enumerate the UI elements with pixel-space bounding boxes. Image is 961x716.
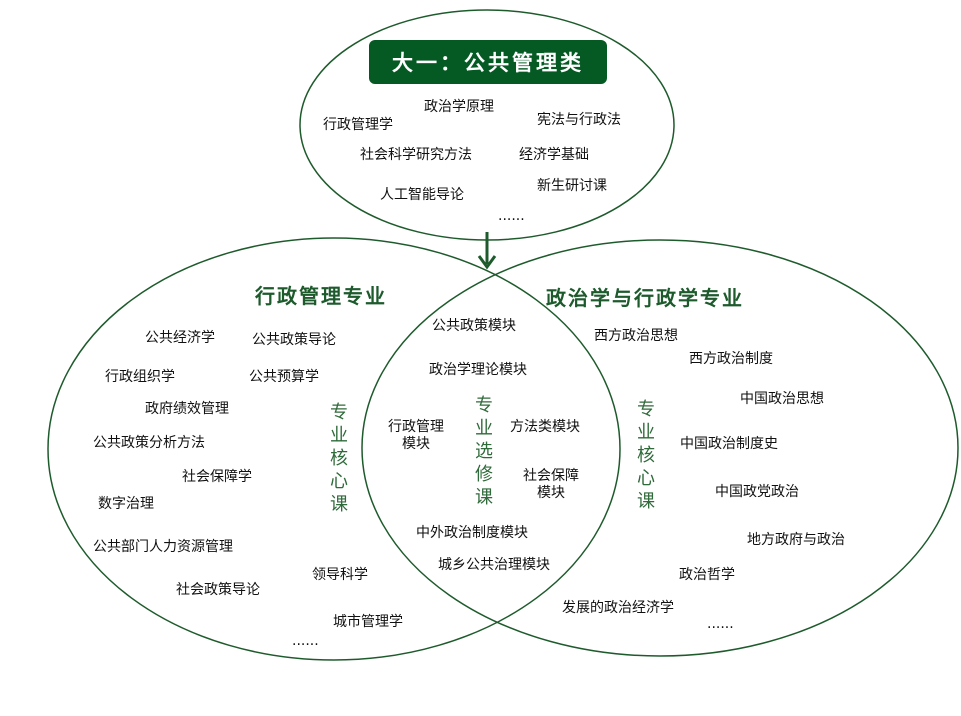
course: 社会科学研究方法 [360, 147, 472, 163]
course: 公共政策导论 [252, 332, 336, 348]
course: 政治学原理 [424, 99, 494, 115]
course: 宪法与行政法 [537, 112, 621, 128]
course: 经济学基础 [519, 147, 589, 163]
course: 政府绩效管理 [145, 401, 229, 417]
module: 中外政治制度模块 [416, 525, 528, 541]
course: 中国政治制度史 [680, 436, 778, 452]
admin-major-ellipse [47, 237, 621, 661]
elective-label: 专业选修课 [475, 395, 493, 508]
module: 公共政策模块 [432, 318, 516, 334]
course: 公共政策分析方法 [93, 435, 205, 451]
core-course-label: 专业核心课 [637, 399, 655, 512]
course: 数字治理 [98, 496, 154, 512]
admin-major-title: 行政管理专业 [255, 284, 387, 308]
course: 领导科学 [312, 567, 368, 583]
module: 城乡公共治理模块 [438, 557, 550, 573]
course: 政治哲学 [679, 567, 735, 583]
course: 城市管理学 [333, 614, 403, 630]
course: 中国政治思想 [740, 391, 824, 407]
course: 人工智能导论 [380, 187, 464, 203]
course: 发展的政治经济学 [562, 600, 674, 616]
more-ellipsis: ...... [292, 633, 319, 649]
core-course-label: 专业核心课 [330, 402, 348, 515]
politics-major-ellipse [361, 239, 959, 657]
module: 社会保障模块 [523, 468, 579, 501]
politics-major-title: 政治学与行政学专业 [546, 286, 744, 310]
course: 西方政治制度 [689, 351, 773, 367]
course: 行政管理学 [323, 117, 393, 133]
more-ellipsis: ...... [498, 208, 525, 224]
course: 中国政党政治 [715, 484, 799, 500]
course: 社会保障学 [182, 469, 252, 485]
course: 新生研讨课 [537, 178, 607, 194]
down-arrow-icon [477, 232, 497, 270]
course: 西方政治思想 [594, 328, 678, 344]
module: 行政管理模块 [388, 419, 444, 452]
module: 政治学理论模块 [429, 362, 527, 378]
course: 公共部门人力资源管理 [93, 539, 233, 555]
course: 公共预算学 [249, 369, 319, 385]
course: 行政组织学 [105, 369, 175, 385]
more-ellipsis: ...... [707, 616, 734, 632]
module: 方法类模块 [510, 419, 580, 435]
year-one-title: 大一：公共管理类 [369, 40, 607, 84]
course: 地方政府与政治 [747, 532, 845, 548]
course: 社会政策导论 [176, 582, 260, 598]
course: 公共经济学 [145, 330, 215, 346]
